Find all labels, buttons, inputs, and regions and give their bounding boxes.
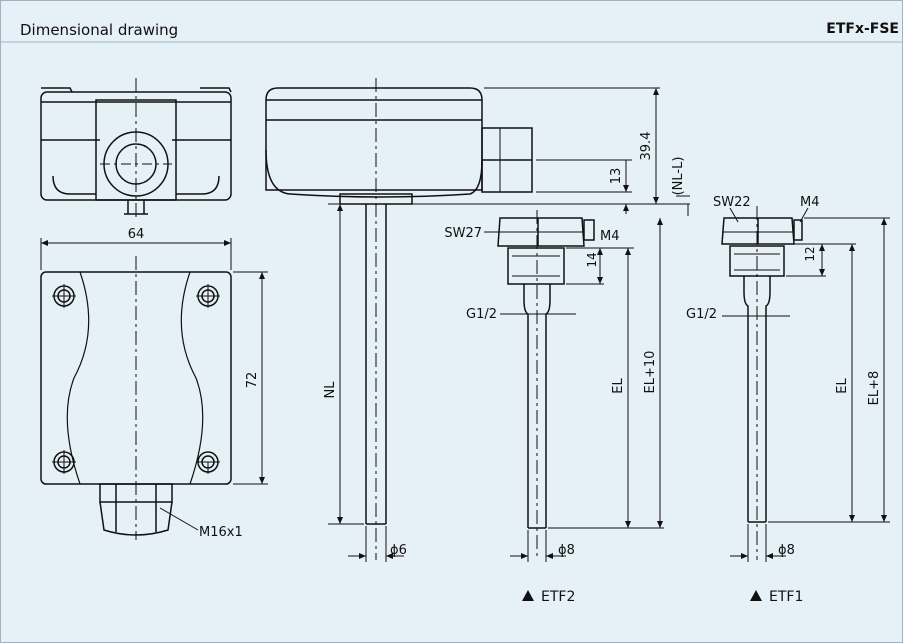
etf2-probe-fitting [497, 210, 595, 560]
etf2-thread-label: G1/2 [466, 307, 497, 322]
etf1-variant-label: ETF1 [769, 589, 803, 605]
etf1-phi8-label: ϕ8 [778, 543, 795, 558]
etf1-sw-label: SW22 [713, 195, 751, 210]
total-height-label: 39.4 [639, 132, 654, 161]
width-label: 64 [128, 227, 145, 242]
etf1-probe-fitting [721, 206, 803, 560]
etf2-el-total-label: EL+10 [643, 351, 658, 394]
housing-front-view [40, 78, 232, 220]
cable-gland-label: M16x1 [199, 525, 243, 540]
etf1-thread-label: G1/2 [686, 307, 717, 322]
height-dimension [233, 271, 268, 485]
height-label: 72 [245, 372, 260, 389]
etf2-triangle-icon [522, 590, 534, 601]
etf1-sw-leader [729, 207, 739, 223]
etf2-m-label: M4 [600, 229, 620, 244]
etf2-dimensions [500, 218, 664, 562]
etf1-thread-len-label: 12 [803, 246, 817, 261]
etf1-el-label: EL [835, 378, 850, 394]
etf2-thread-len-label: 14 [585, 252, 599, 267]
probe-tube-nl [365, 204, 387, 525]
page-title: Dimensional drawing [20, 21, 179, 39]
etf1-triangle-icon [750, 590, 762, 601]
etf2-variant-label: ETF2 [541, 589, 575, 605]
product-code: ETFx-FSE [826, 21, 899, 37]
phi6-label: ϕ6 [390, 543, 407, 558]
nl-dimension [328, 203, 364, 525]
housing-top-view [40, 256, 232, 540]
etf1-dimensions [722, 217, 890, 562]
etf2-phi8-label: ϕ8 [558, 543, 575, 558]
housing-side-view [265, 78, 533, 560]
lid-step-label: 13 [609, 168, 624, 185]
etf1-el-total-label: EL+8 [867, 371, 882, 406]
phi6-dimension [348, 526, 404, 562]
nl-minus-l-label: (NL-L) [671, 157, 686, 196]
nl-label: NL [323, 381, 338, 399]
etf1-m-label: M4 [800, 195, 820, 210]
etf1-m-leader [799, 207, 809, 223]
housing-height-dimensions [412, 87, 690, 216]
etf2-sw-label: SW27 [444, 226, 482, 241]
width-dimension [40, 238, 232, 270]
etf2-el-label: EL [611, 378, 626, 394]
